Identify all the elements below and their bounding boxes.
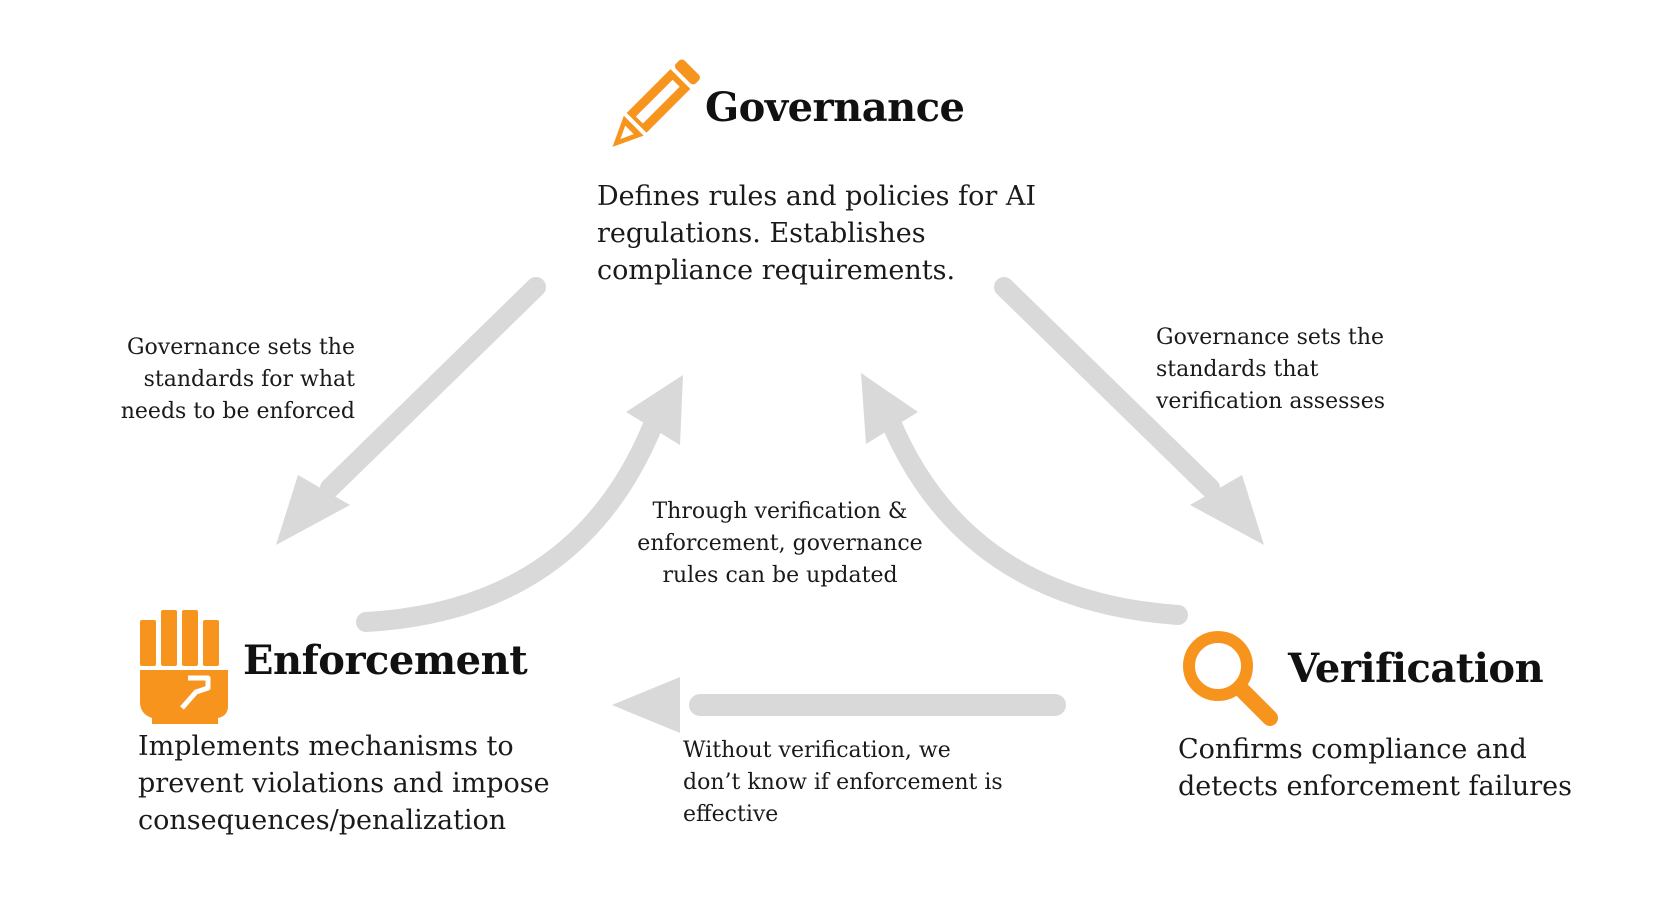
enforcement-description: Implements mechanisms to prevent violati… [138,731,550,836]
arrow-verification-to-governance [861,373,1188,625]
edge-label-feedback: Through verification & enforcement, gove… [637,499,923,588]
arrow-enforcement-to-governance [356,375,683,632]
governance-description: Defines rules and policies for AI regula… [597,181,1037,286]
fist-icon [136,606,232,724]
arrow-verification-to-enforcement [612,677,1066,733]
verification-description: Confirms compliance and detects enforcem… [1178,734,1573,802]
verification-title: Verification [1288,645,1544,692]
arrow-governance-to-verification [994,277,1264,545]
magnifier-icon [1178,628,1280,728]
pencil-icon [600,58,700,158]
enforcement-title: Enforcement [243,637,528,684]
edge-label-governance-to-enforcement: Governance sets the standards for what n… [120,335,355,424]
arrow-governance-to-enforcement [276,277,546,545]
governance-title: Governance [705,84,965,131]
edge-label-governance-to-verification: Governance sets the standards that verif… [1156,325,1386,414]
edge-label-verification-to-enforcement: Without verification, we don’t know if e… [683,738,1003,827]
